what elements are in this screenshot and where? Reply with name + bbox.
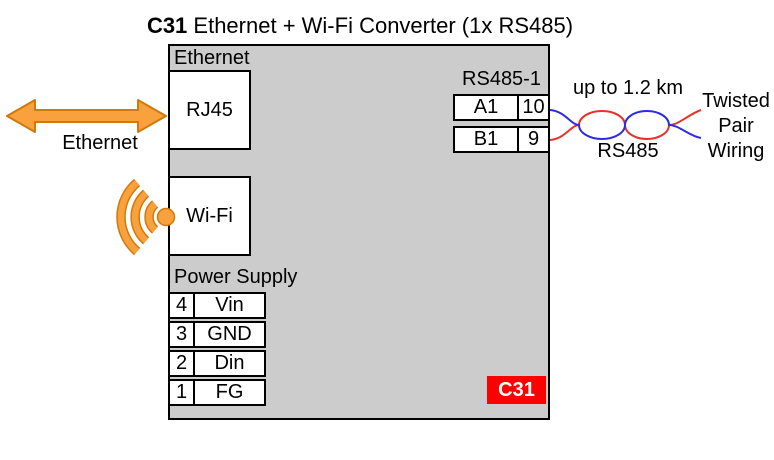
pin-number-cell: 3 (170, 323, 195, 346)
terminal-number-cell: 9 (527, 128, 540, 150)
pin-number-cell: 4 (170, 294, 195, 317)
wiring-label-line: Twisted (702, 90, 770, 112)
distance-label: up to 1.2 km (572, 77, 684, 99)
device-model-badge: C31 (487, 376, 546, 404)
rs485-terminal-table: A1 10 B1 9 (453, 94, 550, 158)
wiring-label-line: Wiring (707, 140, 765, 162)
wifi-arcs (117, 180, 158, 254)
terminal-name-cell: B1 (455, 128, 519, 151)
wifi-port-box: Wi-Fi (168, 176, 251, 256)
ethernet-arrow-icon (6, 99, 167, 133)
rj45-label: RJ45 (186, 98, 233, 121)
power-supply-table: 4 Vin 3 GND 2 Din 1 FG (168, 292, 266, 408)
rs485-port-label: RS485-1 (462, 68, 541, 90)
power-supply-label: Power Supply (174, 266, 298, 288)
ethernet-connection-label: Ethernet (62, 132, 138, 154)
blue-wire (549, 109, 702, 140)
rs485-bus-label: RS485 (597, 140, 659, 162)
pin-number-cell: 2 (170, 352, 195, 375)
wifi-signal-icon (116, 178, 176, 256)
pin-name-cell: Vin (215, 294, 244, 316)
twisted-pair-wiring-label: Twisted Pair Wiring (698, 89, 774, 164)
power-supply-row: 2 Din (168, 350, 266, 377)
pin-name-cell: Din (214, 352, 245, 374)
ethernet-section-label: Ethernet (174, 47, 250, 69)
twisted-pair-wires-graphic (549, 109, 702, 141)
pin-name-cell: FG (215, 381, 244, 403)
power-supply-row: 1 FG (168, 379, 266, 406)
wifi-label: Wi-Fi (186, 204, 233, 227)
terminal-number-cell: 10 (522, 96, 545, 118)
rj45-port-box: RJ45 (168, 70, 251, 150)
power-supply-row: 4 Vin (168, 292, 266, 319)
terminal-name-cell: A1 (455, 96, 519, 119)
power-supply-row: 3 GND (168, 321, 266, 348)
wifi-dot (156, 207, 176, 227)
title-model: C31 (146, 13, 188, 38)
double-arrow-shape (6, 99, 167, 133)
rs485-row: B1 9 (453, 126, 550, 153)
rs485-row: A1 10 (453, 94, 550, 121)
wiring-label-line: Pair (718, 115, 754, 137)
diagram-title: C31 Ethernet + Wi-Fi Converter (1x RS485… (0, 13, 720, 39)
pin-number-cell: 1 (170, 381, 195, 404)
pin-name-cell: GND (207, 323, 252, 345)
title-description: Ethernet + Wi-Fi Converter (1x RS485) (187, 13, 574, 38)
